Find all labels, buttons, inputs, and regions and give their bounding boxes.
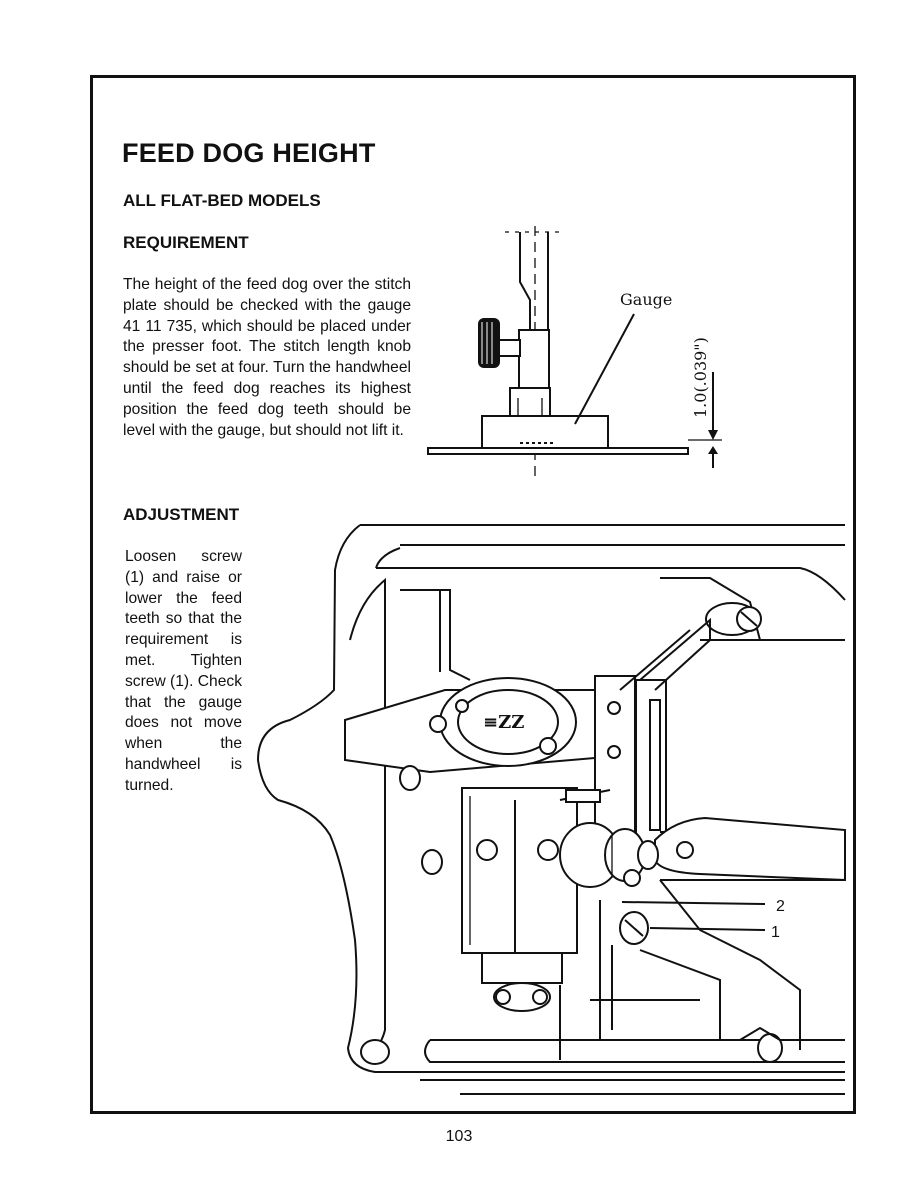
requirement-heading: REQUIREMENT [123, 233, 249, 252]
page-title: FEED DOG HEIGHT [122, 138, 376, 168]
page-number: 103 [445, 1128, 473, 1145]
requirement-text: The height of the feed dog over the stit… [123, 276, 411, 439]
page-subtitle: ALL FLAT-BED MODELS [123, 191, 321, 210]
adjustment-text: Loosen screw (1) and raise or lower the … [125, 548, 242, 794]
page-frame [90, 75, 856, 1114]
adjustment-heading: ADJUSTMENT [123, 505, 240, 524]
